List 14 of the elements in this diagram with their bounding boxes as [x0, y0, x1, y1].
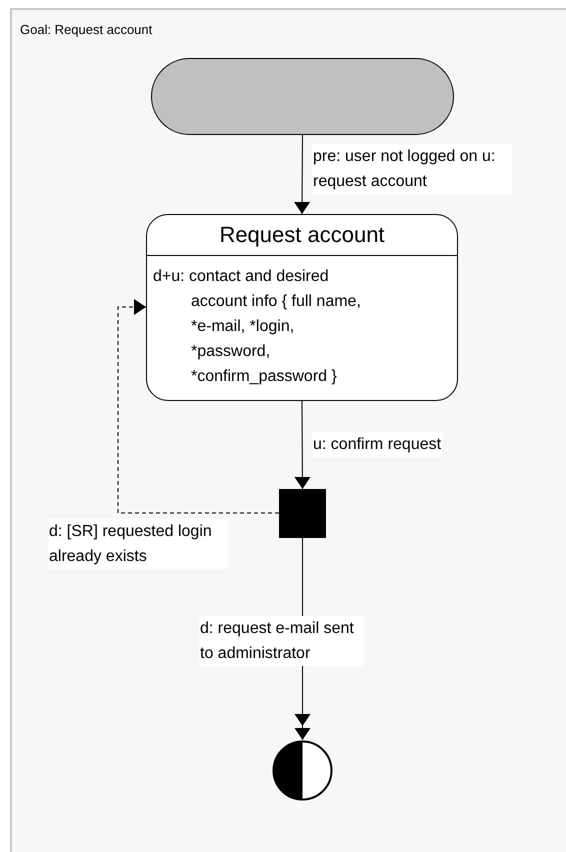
state-description: d+u: contact and desired account info { full name, *e-mail, *login, *password, *confirm_password } — [152, 267, 362, 387]
edge-label: u: confirm request — [312, 432, 442, 457]
state-title: Request account — [147, 215, 457, 256]
final-state-circle — [272, 740, 333, 801]
edge-label: d: [SR] requested login already exists — [48, 519, 228, 569]
arrow — [294, 134, 310, 214]
dashed-arrow — [118, 299, 280, 514]
frame-title: Goal: Request account — [20, 21, 152, 39]
arrow — [294, 400, 310, 490]
sync-bar — [279, 489, 326, 538]
edge-label: pre: user not logged on u: request account — [312, 144, 512, 194]
edge-label: d: request e-mail sent to administrator — [199, 616, 364, 666]
state-box — [146, 214, 458, 401]
diagram-frame — [10, 8, 566, 852]
